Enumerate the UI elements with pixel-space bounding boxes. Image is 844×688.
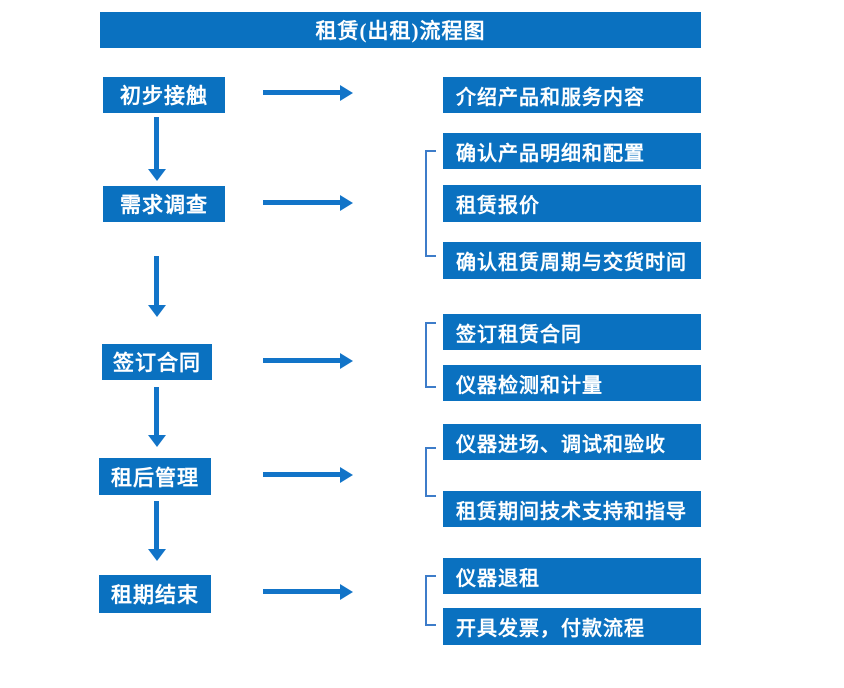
detail-box-rental-quote: 租赁报价: [443, 185, 701, 222]
step-box-initial-contact: 初步接触: [103, 77, 225, 113]
arrow-shaft: [154, 256, 159, 306]
detail-box-sign-rental-contract: 签订租赁合同: [443, 314, 701, 350]
down-arrow-icon: [148, 117, 166, 181]
step-box-post-rental-management: 租后管理: [99, 458, 211, 495]
right-arrow-icon: [263, 195, 353, 211]
detail-box-instrument-setup-acceptance: 仪器进场、调试和验收: [443, 424, 701, 460]
arrow-head: [148, 305, 166, 317]
right-arrow-icon: [263, 353, 353, 369]
arrow-shaft: [154, 117, 159, 170]
detail-box-introduce-products: 介绍产品和服务内容: [443, 77, 701, 113]
step-box-sign-contract: 签订合同: [102, 344, 212, 380]
arrow-head: [148, 435, 166, 447]
arrow-head: [340, 85, 353, 101]
group-bracket: [425, 447, 436, 497]
arrow-shaft: [263, 358, 341, 363]
step-box-demand-survey: 需求调查: [103, 186, 225, 222]
group-bracket: [425, 575, 436, 626]
down-arrow-icon: [148, 256, 166, 317]
arrow-shaft: [263, 589, 341, 594]
arrow-head: [340, 467, 353, 483]
step-box-rental-end: 租期结束: [99, 575, 211, 613]
detail-box-confirm-period-delivery: 确认租赁周期与交货时间: [443, 242, 701, 279]
arrow-shaft: [263, 200, 341, 205]
detail-box-technical-support: 租赁期间技术支持和指导: [443, 491, 701, 527]
detail-box-instrument-return: 仪器退租: [443, 558, 701, 594]
right-arrow-icon: [263, 584, 353, 600]
detail-box-instrument-inspection: 仪器检测和计量: [443, 365, 701, 401]
right-arrow-icon: [263, 467, 353, 483]
down-arrow-icon: [148, 501, 166, 561]
arrow-shaft: [154, 387, 159, 436]
arrow-head: [148, 169, 166, 181]
arrow-shaft: [263, 472, 341, 477]
right-arrow-icon: [263, 85, 353, 101]
detail-box-confirm-product-config: 确认产品明细和配置: [443, 133, 701, 169]
group-bracket: [425, 322, 436, 388]
arrow-head: [340, 195, 353, 211]
arrow-head: [340, 353, 353, 369]
flowchart-title: 租赁(出租)流程图: [100, 12, 701, 48]
arrow-shaft: [263, 90, 341, 95]
group-bracket: [425, 150, 436, 257]
down-arrow-icon: [148, 387, 166, 447]
detail-box-invoice-payment: 开具发票，付款流程: [443, 608, 701, 645]
arrow-shaft: [154, 501, 159, 550]
arrow-head: [340, 584, 353, 600]
arrow-head: [148, 549, 166, 561]
